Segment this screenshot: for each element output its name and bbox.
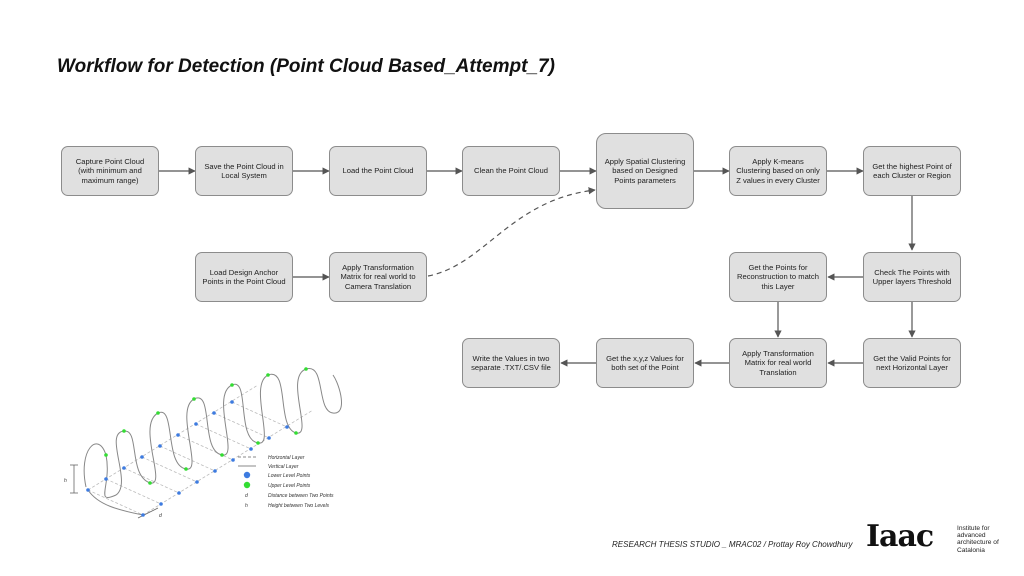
iaac-logo-text: Institute for advanced architecture of C… [957, 525, 999, 554]
node-capture-point-cloud: Capture Point Cloud (with minimum and ma… [61, 146, 159, 196]
node-save-point-cloud: Save the Point Cloud in Local System [195, 146, 293, 196]
legend-height: Height between Two Levels [268, 503, 330, 509]
footer-credit: RESEARCH THESIS STUDIO _ MRAC02 / Protta… [612, 540, 853, 549]
node-transform-world: Apply Transformation Matrix for real wor… [729, 338, 827, 388]
layer-illustration: h d Horizontal Layer Vertical Layer Lowe… [64, 367, 342, 519]
node-clean-point-cloud: Clean the Point Cloud [462, 146, 560, 196]
node-kmeans-clustering: Apply K-means Clustering based on only Z… [729, 146, 827, 196]
illustration-legend: Horizontal Layer Vertical Layer Lower Le… [238, 455, 334, 509]
node-transform-camera: Apply Transformation Matrix for real wor… [329, 252, 427, 302]
node-get-xyz: Get the x,y,z Values for both set of the… [596, 338, 694, 388]
legend-upper-points: Upper Level Points [268, 483, 311, 489]
legend-lower-points: Lower Level Points [268, 473, 311, 479]
legend-d-symbol: d [245, 493, 248, 499]
legend-h-symbol: h [245, 503, 248, 509]
node-spatial-clustering: Apply Spatial Clustering based on Design… [596, 133, 694, 209]
page-title: Workflow for Detection (Point Cloud Base… [57, 56, 555, 77]
node-load-anchor-points: Load Design Anchor Points in the Point C… [195, 252, 293, 302]
legend-distance: Distance between Two Points [268, 493, 334, 499]
node-reconstruction-points: Get the Points for Reconstruction to mat… [729, 252, 827, 302]
legend-horizontal-layer: Horizontal Layer [268, 455, 305, 461]
node-highest-point: Get the highest Point of each Cluster or… [863, 146, 961, 196]
legend-vertical-layer: Vertical Layer [268, 464, 299, 470]
node-valid-points: Get the Valid Points for next Horizontal… [863, 338, 961, 388]
edge-camera-spatial-dashed [427, 187, 596, 277]
node-write-values: Write the Values in two separate .TXT/.C… [462, 338, 560, 388]
h-marker: h [64, 478, 67, 484]
node-check-threshold: Check The Points with Upper layers Thres… [863, 252, 961, 302]
d-marker: d [159, 513, 162, 519]
node-load-point-cloud: Load the Point Cloud [329, 146, 427, 196]
iaac-logo: Iaac [866, 519, 934, 554]
